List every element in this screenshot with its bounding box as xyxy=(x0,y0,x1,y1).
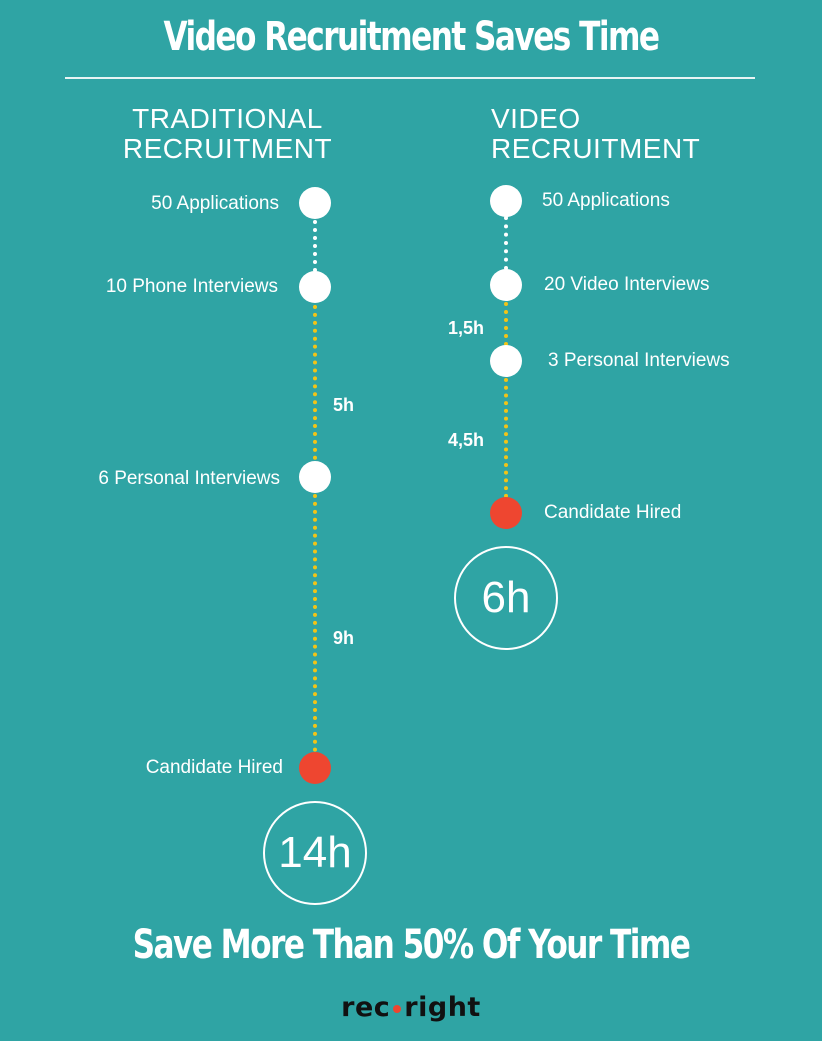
video-node-applications xyxy=(490,185,522,217)
traditional-total-badge: 14h xyxy=(263,801,367,905)
video-heading-line2: RECRUITMENT xyxy=(491,133,701,164)
tagline: Save More Than 50% Of Your Time xyxy=(132,922,691,968)
traditional-node-hired xyxy=(299,752,331,784)
video-heading-line1: VIDEO xyxy=(491,103,581,134)
video-duration-1: 1,5h xyxy=(448,318,485,338)
video-step-hired: Candidate Hired xyxy=(544,502,682,523)
traditional-step-phone-interviews: 10 Phone Interviews xyxy=(105,276,278,297)
traditional-duration-1: 5h xyxy=(333,395,355,415)
traditional-connector-2 xyxy=(313,305,317,460)
video-connector-1 xyxy=(504,216,508,270)
page-title: Video Recruitment Saves Time xyxy=(163,14,660,60)
video-step-video-interviews: 20 Video Interviews xyxy=(544,274,710,295)
video-node-video-interviews xyxy=(490,269,522,301)
video-duration-2: 4,5h xyxy=(448,430,485,450)
title-divider xyxy=(65,77,755,79)
traditional-connector-1 xyxy=(313,220,317,272)
traditional-step-personal-interviews: 6 Personal Interviews xyxy=(98,468,280,489)
video-total-badge: 6h xyxy=(454,546,558,650)
video-step-personal-interviews: 3 Personal Interviews xyxy=(548,350,730,371)
traditional-heading-line2: RECRUITMENT xyxy=(122,133,333,164)
traditional-heading: TRADITIONAL RECRUITMENT xyxy=(120,104,335,164)
recright-logo: rec right xyxy=(0,992,822,1023)
logo-dot-icon xyxy=(393,1004,402,1013)
video-connector-2 xyxy=(504,302,508,346)
traditional-node-personal-interviews xyxy=(299,461,331,493)
video-heading: VIDEO RECRUITMENT xyxy=(491,104,731,164)
logo-text-left: rec xyxy=(341,992,391,1023)
video-node-personal-interviews xyxy=(490,345,522,377)
video-step-applications: 50 Applications xyxy=(542,190,670,211)
traditional-step-hired: Candidate Hired xyxy=(145,757,283,778)
video-connector-3 xyxy=(504,378,508,498)
traditional-node-phone-interviews xyxy=(299,271,331,303)
traditional-duration-2: 9h xyxy=(333,628,355,648)
traditional-connector-3 xyxy=(313,494,317,752)
logo-text-right: right xyxy=(404,992,481,1023)
traditional-heading-line1: TRADITIONAL xyxy=(132,103,323,134)
traditional-node-applications xyxy=(299,187,331,219)
traditional-step-applications: 50 Applications xyxy=(151,193,279,214)
video-node-hired xyxy=(490,497,522,529)
